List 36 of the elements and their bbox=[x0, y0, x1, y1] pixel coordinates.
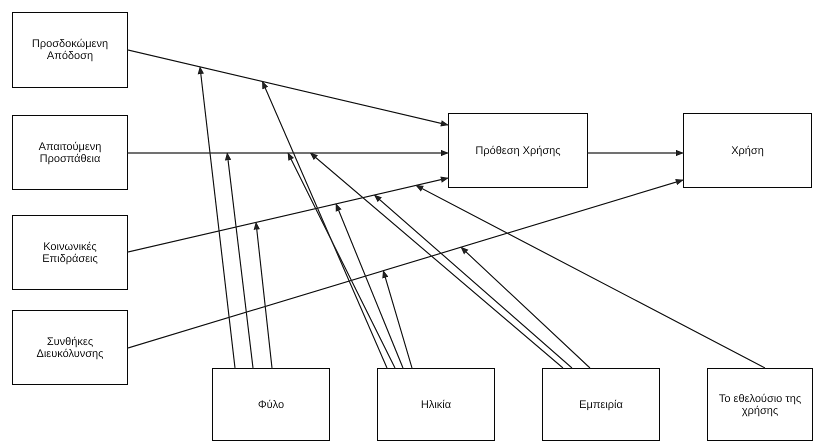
arrow bbox=[128, 179, 684, 349]
node-label: Συνθήκες Διευκόλυνσης bbox=[36, 336, 104, 360]
arrow bbox=[460, 246, 590, 368]
process-box bbox=[707, 368, 813, 441]
process-box bbox=[448, 113, 588, 188]
node-label: Κοινωνικές Επιδράσεις bbox=[41, 240, 99, 264]
process-box bbox=[212, 368, 330, 441]
arrow bbox=[128, 150, 449, 156]
node-label: Εμπειρία bbox=[579, 398, 623, 410]
arrow bbox=[382, 270, 413, 368]
node-label: Προσδοκώμενη Απόδοση bbox=[30, 38, 110, 62]
process-box bbox=[12, 310, 128, 385]
node-label: Φύλο bbox=[258, 398, 284, 410]
node-label: Ηλικία bbox=[420, 398, 452, 410]
arrow bbox=[224, 152, 254, 368]
process-box bbox=[12, 12, 128, 88]
process-box bbox=[12, 115, 128, 190]
process-box bbox=[542, 368, 660, 441]
arrow bbox=[128, 49, 449, 126]
process-box bbox=[377, 368, 495, 441]
node-label: Χρήση bbox=[731, 144, 764, 156]
arrow bbox=[588, 150, 684, 156]
node-label: Πρόθεση Χρήσης bbox=[475, 144, 561, 156]
node-label: Το εθελούσιο της χρήσης bbox=[718, 392, 802, 416]
node-label: Απαιτούμενη Προσπάθεια bbox=[38, 140, 102, 164]
arrow bbox=[254, 222, 273, 368]
arrow bbox=[128, 176, 449, 253]
arrow bbox=[287, 152, 396, 368]
arrow bbox=[415, 184, 766, 369]
process-box bbox=[12, 215, 128, 290]
arrow bbox=[198, 66, 236, 368]
process-box bbox=[683, 113, 812, 188]
arrow bbox=[374, 194, 572, 368]
arrow bbox=[335, 203, 404, 368]
arrow bbox=[262, 80, 388, 368]
arrow bbox=[310, 152, 564, 368]
